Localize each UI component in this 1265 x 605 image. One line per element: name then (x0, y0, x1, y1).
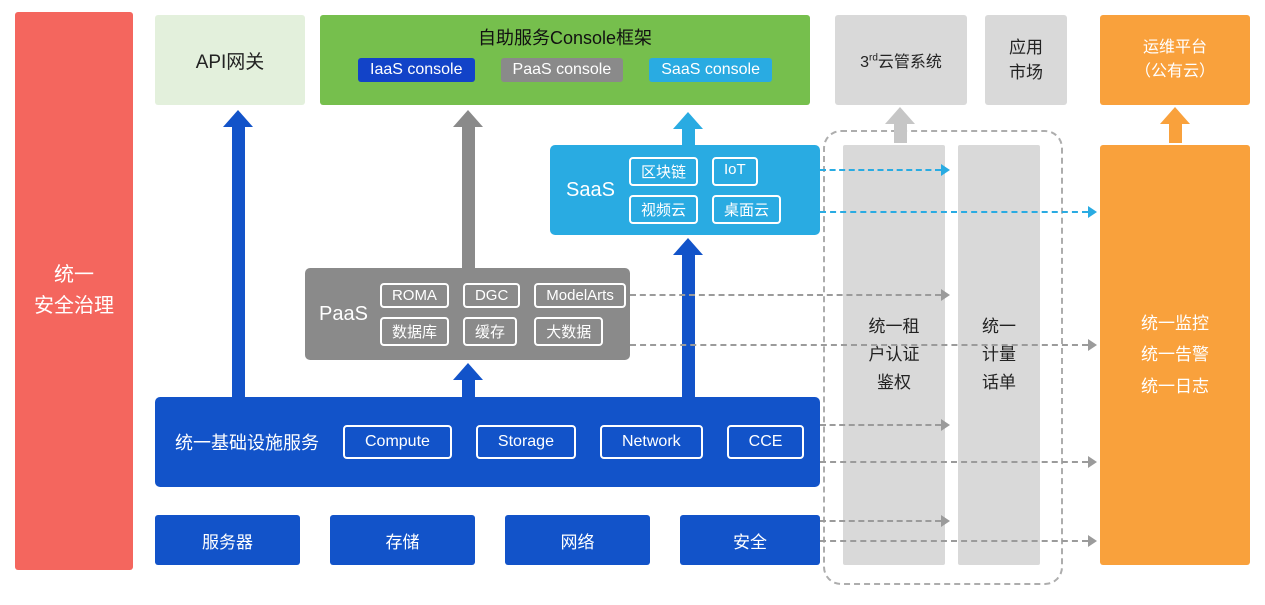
paas-to-console-arrow (453, 110, 483, 268)
app-market-label: 应用 市场 (1009, 37, 1043, 83)
tenant-auth-label: 统一租 户认证 鉴权 (868, 316, 920, 393)
paas-to-monitor-dashed-line (630, 339, 1097, 351)
security-governance-bar: 统一 安全治理 (15, 12, 133, 570)
api-gateway-label: API网关 (195, 51, 265, 73)
security-governance-label: 统一 安全治理 (34, 264, 114, 317)
monitor-alarm-log-label: 统一监控 统一告警 统一日志 (1141, 313, 1209, 396)
infra-storage-label: 存储 (385, 532, 420, 552)
metering-label: 统一 计量 话单 (982, 316, 1016, 393)
infra-security-label: 安全 (733, 532, 767, 552)
console-chip-row: IaaS console PaaS console SaaS console (358, 58, 772, 82)
paas-block: PaaS ROMA DGC ModelArts 数据库 缓存 大数据 (305, 268, 630, 360)
om-platform-label: 运维平台 （公有云） (1134, 39, 1215, 80)
iaas-to-saas-arrow (673, 238, 703, 397)
iaas-block: 统一基础设施服务 Compute Storage Network CCE (155, 397, 820, 487)
saas-block: SaaS 区块链 IoT 视频云 桌面云 (550, 145, 820, 235)
app-market-box: 应用 市场 (985, 15, 1067, 105)
infra-server-box: 服务器 (155, 515, 300, 565)
saas-item-blockchain: 区块链 (628, 156, 698, 186)
iaas-item-compute: Compute (343, 425, 452, 459)
iaas-label: 统一基础设施服务 (175, 433, 319, 453)
monitor-alarm-log-bar: 统一监控 统一告警 统一日志 (1100, 145, 1250, 565)
monitor-to-om-platform-arrow (1160, 107, 1190, 143)
tenant-auth-bar: 统一租 户认证 鉴权 (843, 145, 945, 565)
api-gateway-box: API网关 (155, 15, 305, 105)
saas-service-grid: 区块链 IoT 视频云 桌面云 (628, 156, 781, 224)
paas-item-bigdata: 大数据 (534, 316, 604, 346)
infra-storage-box: 存储 (330, 515, 475, 565)
saas-to-console-arrow (673, 112, 703, 145)
saas-item-desktop-cloud: 桌面云 (711, 194, 781, 224)
paas-service-grid: ROMA DGC ModelArts 数据库 缓存 大数据 (379, 282, 626, 346)
infra-to-auth-dashed-line (820, 515, 950, 527)
iaas-to-monitor-dashed-line (820, 456, 1097, 468)
auth-to-third-party-arrow (885, 107, 915, 143)
iaas-item-storage: Storage (475, 425, 576, 459)
third-party-cloud-mgmt-box: 3rd云管系统 (835, 15, 967, 105)
paas-item-dgc: DGC (462, 282, 521, 308)
iaas-to-auth-dashed-line (820, 419, 950, 431)
paas-item-modelarts: ModelArts (534, 282, 626, 308)
infra-network-box: 网络 (505, 515, 650, 565)
saas-item-iot: IoT (711, 156, 758, 186)
third-party-cloud-mgmt-label: 3rd云管系统 (860, 52, 942, 71)
shared-services-dashed-group (823, 130, 1063, 585)
paas-item-cache: 缓存 (462, 316, 517, 346)
iaas-to-api-gateway-arrow (223, 110, 253, 397)
paas-item-database: 数据库 (379, 316, 449, 346)
infra-to-monitor-dashed-line (820, 535, 1097, 547)
saas-item-video-cloud: 视频云 (628, 194, 698, 224)
infra-network-label: 网络 (560, 532, 595, 552)
paas-to-auth-dashed-line (630, 289, 950, 301)
iaas-item-cce: CCE (726, 425, 805, 459)
saas-label: SaaS (566, 178, 615, 201)
infra-security-box: 安全 (680, 515, 820, 565)
saas-to-auth-dashed-line (820, 164, 950, 176)
om-platform-box: 运维平台 （公有云） (1100, 15, 1250, 105)
metering-bar: 统一 计量 话单 (958, 145, 1040, 565)
iaas-to-paas-arrow (453, 363, 483, 397)
saas-to-monitor-dashed-line (820, 206, 1097, 218)
console-frame-title: 自助服务Console框架 (477, 28, 653, 48)
infra-server-label: 服务器 (202, 532, 253, 552)
console-frame-box: 自助服务Console框架 IaaS console PaaS console … (320, 15, 810, 105)
iaas-console-chip: IaaS console (358, 58, 475, 82)
paas-label: PaaS (319, 302, 368, 325)
paas-console-chip: PaaS console (500, 58, 624, 82)
iaas-item-network: Network (599, 425, 703, 459)
saas-console-chip: SaaS console (649, 58, 772, 82)
paas-item-roma: ROMA (379, 282, 449, 308)
